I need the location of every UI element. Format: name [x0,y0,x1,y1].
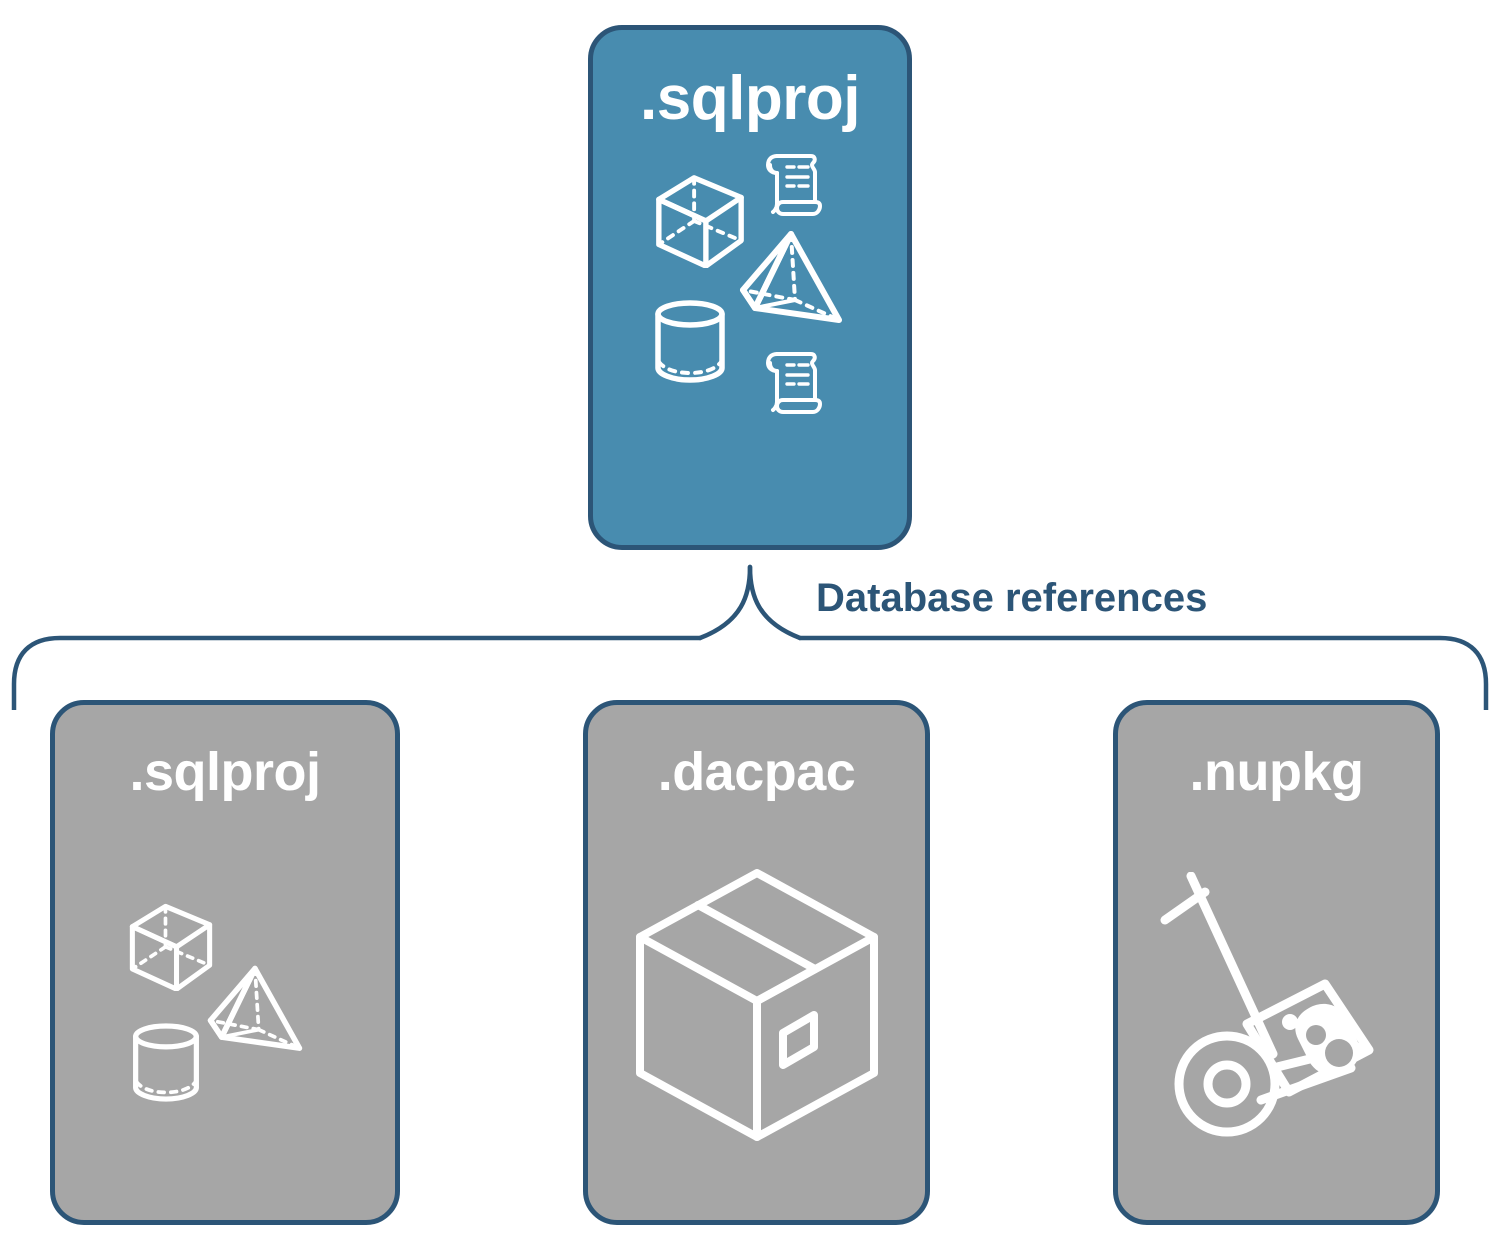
shipping-box-icon [635,868,878,1141]
pyramid-wireframe-icon [207,965,303,1051]
reference-node-label: .nupkg [1189,742,1364,802]
cube-wireframe-icon [129,903,213,991]
cylinder-wireframe-icon [655,300,725,383]
reference-node-icon-group [55,799,395,1220]
reference-node-dacpac[interactable]: .dacpac [583,700,930,1225]
source-node-label: .sqlproj [640,64,860,133]
database-references-connector [11,564,1489,710]
reference-node-icon-group [1118,799,1435,1220]
reference-node-label: .sqlproj [129,742,321,802]
reference-node-label: .dacpac [657,742,856,802]
cylinder-wireframe-icon [133,1022,199,1102]
reference-node-nupkg[interactable]: .nupkg [1113,700,1440,1225]
source-node-sqlproj[interactable]: .sqlproj [588,25,912,550]
reference-node-sqlproj[interactable]: .sqlproj [50,700,400,1225]
hand-truck-package-icon [1160,871,1373,1136]
reference-node-icon-group [588,799,925,1220]
scroll-script-icon [766,352,822,414]
source-node-icon-group [635,148,865,418]
connector-label: Database references [816,576,1208,620]
pyramid-wireframe-icon [740,231,842,323]
scroll-script-icon [766,154,822,216]
cube-wireframe-icon [656,175,744,268]
